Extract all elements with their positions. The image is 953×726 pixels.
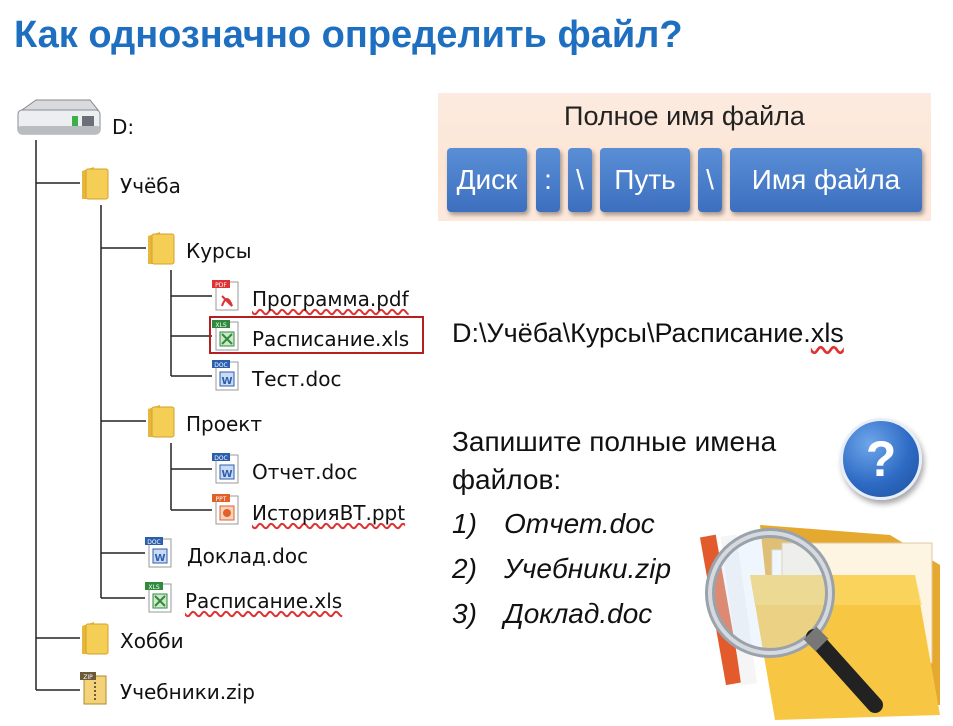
svg-text:DOC: DOC — [147, 539, 161, 546]
tree-node-raspisanie-selected[interactable]: XLS Расписание.xls — [212, 320, 409, 357]
task-prompt: Запишите полные имена файлов: — [452, 426, 777, 495]
tree-node-otchet[interactable]: DOC W Отчет.doc — [212, 453, 357, 490]
word-file-icon: DOC W — [145, 537, 175, 574]
tree-label-istoria: ИсторияВТ.ppt — [252, 500, 406, 525]
segment-path: Путь — [600, 148, 690, 212]
tree-label-raspisanie-2: Расписание.xls — [185, 588, 343, 613]
segment-colon: : — [536, 148, 560, 212]
svg-text:PDF: PDF — [215, 282, 227, 289]
full-name-panel: Полное имя файла Диск : \ Путь \ Имя фай… — [438, 93, 931, 221]
full-path-ext: xls — [810, 318, 844, 348]
task-item-1: 1) Отчет.doc — [452, 508, 655, 540]
word-file-icon: DOC W — [212, 360, 242, 397]
svg-text:ZIP: ZIP — [83, 674, 93, 681]
folder-icon — [146, 230, 176, 271]
tree-node-programma[interactable]: PDF Программа.pdf — [212, 280, 409, 317]
segment-disk: Диск — [447, 148, 527, 212]
tree-connectors — [35, 140, 212, 691]
folder-icon — [146, 403, 176, 444]
svg-text:XLS: XLS — [215, 322, 226, 329]
full-path-prefix: D:\Учёба\Курсы\Расписание. — [452, 318, 811, 348]
segment-backslash-2: \ — [698, 148, 722, 212]
task-item-3: 3) Доклад.doc — [452, 598, 652, 630]
task-item-number: 1) — [452, 508, 477, 539]
powerpoint-file-icon: PPT — [212, 494, 242, 531]
tree-label-otchet: Отчет.doc — [252, 459, 358, 484]
pdf-file-icon: PDF — [212, 280, 242, 317]
folder-icon — [80, 165, 110, 206]
tree-label-proekt: Проект — [186, 411, 263, 436]
tree-node-proekt[interactable]: Проект — [146, 403, 262, 444]
tree-label-programma: Программа.pdf — [252, 286, 409, 311]
excel-file-icon: XLS — [145, 582, 175, 619]
svg-text:DOC: DOC — [214, 362, 228, 369]
svg-text:W: W — [221, 469, 232, 480]
slide-title: Как однозначно определить файл? — [14, 14, 683, 56]
svg-text:XLS: XLS — [148, 584, 159, 591]
svg-text:W: W — [221, 376, 232, 387]
tree-node-kursy[interactable]: Курсы — [146, 230, 252, 271]
task-item-2: 2) Учебники.zip — [452, 553, 671, 585]
task-item-text: Доклад.doc — [504, 598, 653, 629]
word-file-icon: DOC W — [212, 453, 242, 490]
full-path-example: D:\Учёба\Курсы\Расписание.xls — [452, 318, 844, 349]
task-item-number: 2) — [452, 553, 477, 584]
task-item-text: Отчет.doc — [504, 508, 655, 539]
task-item-number: 3) — [452, 598, 477, 629]
svg-text:W: W — [154, 553, 165, 564]
zip-archive-icon: ZIP — [80, 672, 110, 711]
segment-backslash-1: \ — [568, 148, 592, 212]
hard-drive-icon — [14, 96, 102, 147]
segment-filename: Имя файла — [730, 148, 922, 212]
tree-label-doklad: Доклад.doc — [187, 543, 309, 568]
tree-label-uchebniki: Учебники.zip — [120, 679, 255, 704]
folder-icon — [80, 620, 110, 661]
task-item-text: Учебники.zip — [504, 553, 672, 584]
panel-title: Полное имя файла — [564, 101, 805, 131]
tree-node-istoria[interactable]: PPT ИсторияВТ.ppt — [212, 494, 405, 531]
tree-label-test: Тест.doc — [252, 366, 342, 391]
tree-node-test[interactable]: DOC W Тест.doc — [212, 360, 341, 397]
excel-file-icon: XLS — [212, 320, 242, 357]
tree-node-doklad[interactable]: DOC W Доклад.doc — [145, 537, 308, 574]
tree-label-ucheba: Учёба — [120, 173, 181, 198]
selection-highlight — [209, 316, 424, 354]
tree-node-raspisanie-2[interactable]: XLS Расписание.xls — [145, 582, 342, 619]
svg-text:PPT: PPT — [216, 496, 227, 503]
folder-magnifier-illustration — [699, 525, 940, 720]
svg-text:DOC: DOC — [214, 455, 228, 462]
tree-node-uchebniki[interactable]: ZIP Учебники.zip — [80, 672, 255, 711]
tree-node-drive[interactable]: D: — [14, 96, 134, 147]
tree-label-hobbi: Хобби — [120, 628, 184, 653]
tree-node-ucheba[interactable]: Учёба — [80, 165, 181, 206]
tree-label-kursy: Курсы — [186, 238, 252, 263]
tree-node-hobbi[interactable]: Хобби — [80, 620, 184, 661]
tree-label-raspisanie-1: Расписание.xls — [252, 326, 410, 351]
drive-label: D: — [112, 114, 135, 139]
question-badge-icon: ? — [840, 418, 922, 500]
